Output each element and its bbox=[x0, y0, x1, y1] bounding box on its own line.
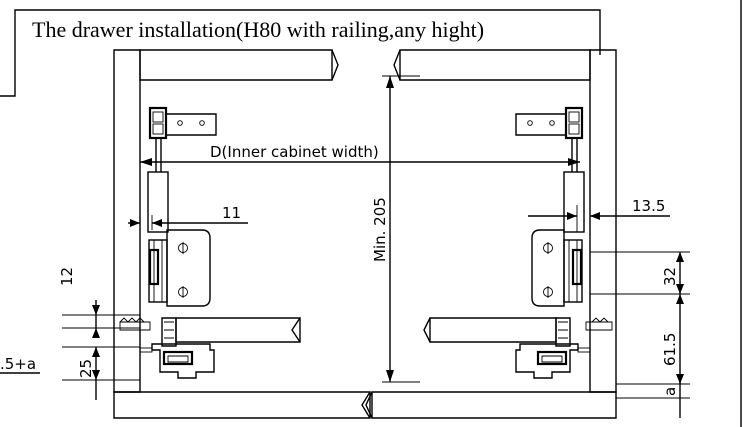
dim-right-height: 61.5 bbox=[661, 333, 679, 366]
drawing-title: The drawer installation(H80 with railing… bbox=[32, 17, 484, 42]
dim-min-height: Min. 205 bbox=[371, 197, 389, 262]
left-cabinet bbox=[113, 49, 371, 419]
right-cabinet bbox=[365, 49, 617, 419]
min-height-dimension: Min. 205 bbox=[371, 75, 420, 383]
dim-right-bottom: a bbox=[661, 387, 679, 396]
dim-right-hole-spacing: 32 bbox=[661, 267, 679, 286]
title-box: The drawer installation(H80 with railing… bbox=[0, 9, 601, 97]
dim-left-offset: 11 bbox=[222, 204, 241, 222]
dim-right-offset: 13.5 bbox=[632, 197, 665, 215]
left-dimensions: D(Inner cabinet width) 11 12 25 .5+a bbox=[0, 143, 580, 400]
dim-inner-width: D(Inner cabinet width) bbox=[210, 143, 379, 161]
dim-left-top-gap: 12 bbox=[58, 267, 76, 286]
dim-left-cut: .5+a bbox=[0, 355, 36, 373]
dim-left-bottom-gap: 25 bbox=[77, 359, 95, 378]
right-dimensions: 13.5 32 61.5 a bbox=[528, 0, 742, 427]
